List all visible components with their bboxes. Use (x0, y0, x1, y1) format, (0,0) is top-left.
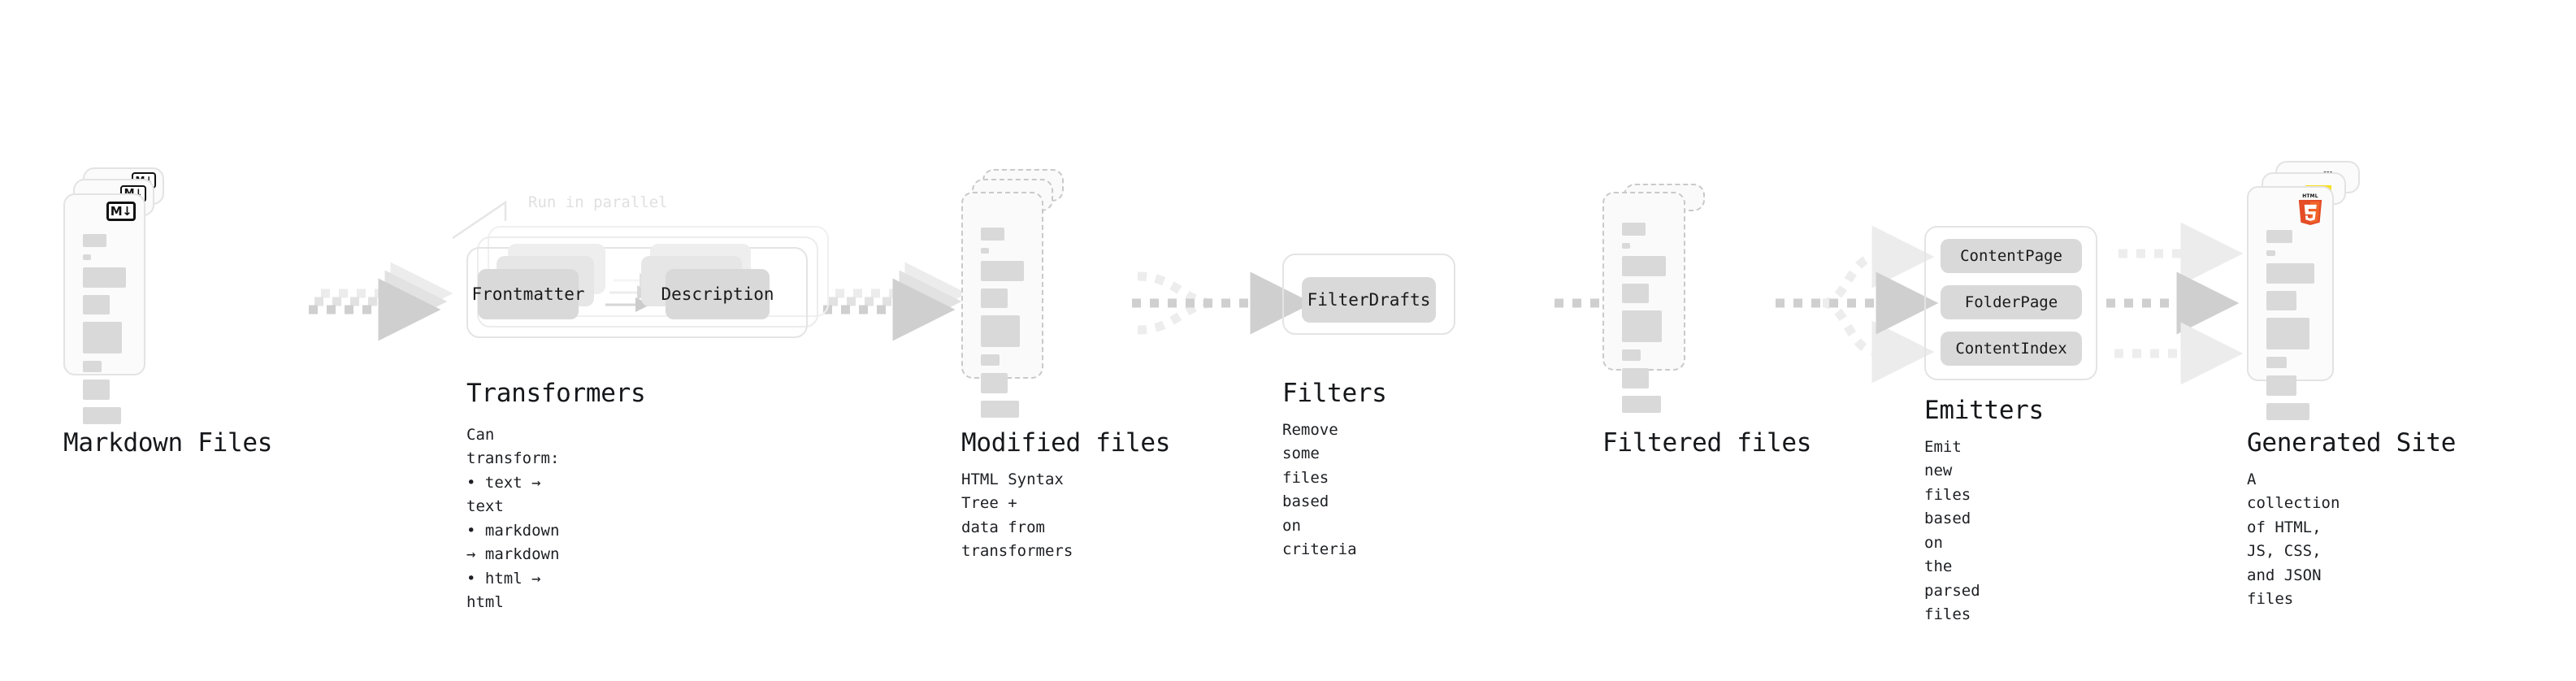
doc-bar (83, 234, 106, 247)
emitters-panel (1924, 226, 2097, 380)
doc-bar (2266, 403, 2309, 420)
transformer-panel-front (466, 247, 808, 338)
stage-subtitle-transformers: Can transform: • text → text • markdown … (466, 426, 560, 612)
doc-bar (83, 295, 110, 314)
doc-bar (1622, 368, 1650, 388)
doc-bar (981, 401, 1020, 418)
doc-bar (981, 248, 989, 254)
stage-subtitle-modified-files: HTML Syntax Tree + data from transformer… (961, 471, 1073, 561)
run-in-parallel-note: Run in parallel (528, 193, 668, 211)
doc-bar (1622, 310, 1662, 342)
doc-bar (2266, 375, 2296, 396)
doc-bar (2266, 357, 2288, 368)
transformer-chip-description[interactable]: Description (661, 269, 774, 319)
doc-bar (981, 228, 1004, 241)
doc-bar (1622, 349, 1641, 361)
doc-bar (2266, 250, 2275, 256)
emitters-chip-contentindex[interactable]: ContentIndex (1941, 332, 2082, 366)
doc-bar (981, 315, 1020, 347)
doc-bar (1622, 223, 1646, 236)
stage-subtitle-generated-site: A collection of HTML, JS, CSS, and JSON … (2247, 471, 2340, 609)
markdown-card-front: M↓ (63, 193, 145, 424)
stage-title-filters: Filters (1282, 379, 1387, 408)
doc-bar (2266, 263, 2314, 284)
doc-bar (83, 322, 122, 354)
doc-bar (2266, 230, 2292, 243)
filtered-card-body (1622, 223, 1666, 420)
doc-bar (981, 261, 1024, 281)
generated-card-front: HTML (2247, 186, 2334, 420)
doc-bar (83, 380, 110, 400)
doc-bar (1622, 396, 1662, 413)
doc-bar (981, 354, 1000, 366)
modified-card-front (961, 192, 1043, 418)
filters-chip-filterdrafts[interactable]: FilterDrafts (1302, 277, 1436, 323)
doc-bar (1622, 243, 1630, 249)
connector-filtered-to-emitters (1776, 225, 1939, 384)
stage-title-markdown-files: Markdown Files (63, 428, 273, 458)
stage-subtitle-filters: Remove some files based on criteria (1282, 421, 1357, 559)
doc-bar (83, 361, 102, 372)
html5-icon: HTML (2296, 193, 2324, 225)
transformer-chip-frontmatter[interactable]: Frontmatter (471, 269, 585, 319)
filters-panel (1282, 254, 1455, 335)
stage-title-transformers: Transformers (466, 379, 646, 408)
doc-bar (83, 407, 122, 424)
svg-text:HTML: HTML (2302, 194, 2318, 199)
doc-bar (981, 373, 1008, 393)
doc-bar (2266, 318, 2310, 349)
generated-card-body (2266, 230, 2314, 427)
stage-title-modified-files: Modified files (961, 428, 1171, 458)
markdown-icon: M↓ (106, 202, 136, 221)
emitters-chip-contentpage[interactable]: ContentPage (1941, 239, 2082, 273)
connector-md-to-transformers (309, 262, 453, 341)
stage-subtitle-emitters: Emit new files based on the parsed files (1924, 438, 1980, 624)
filtered-card-front (1602, 192, 1685, 413)
connector-emitters-to-site (2106, 222, 2244, 385)
modified-card-body (981, 228, 1024, 425)
connector-transformers-to-modified (823, 262, 968, 341)
stage-title-emitters: Emitters (1924, 396, 2044, 425)
emitters-chip-folderpage[interactable]: FolderPage (1941, 285, 2082, 319)
markdown-card-body (83, 234, 126, 432)
doc-bar (2266, 291, 2296, 310)
connector-modified-to-filters (1132, 271, 1313, 335)
doc-bar (83, 254, 91, 260)
stage-title-filtered-files: Filtered files (1602, 428, 1812, 458)
doc-bar (981, 288, 1008, 308)
doc-bar (1622, 256, 1666, 276)
doc-bar (1622, 284, 1650, 303)
doc-bar (83, 267, 126, 288)
stage-title-generated-site: Generated Site (2247, 428, 2457, 458)
